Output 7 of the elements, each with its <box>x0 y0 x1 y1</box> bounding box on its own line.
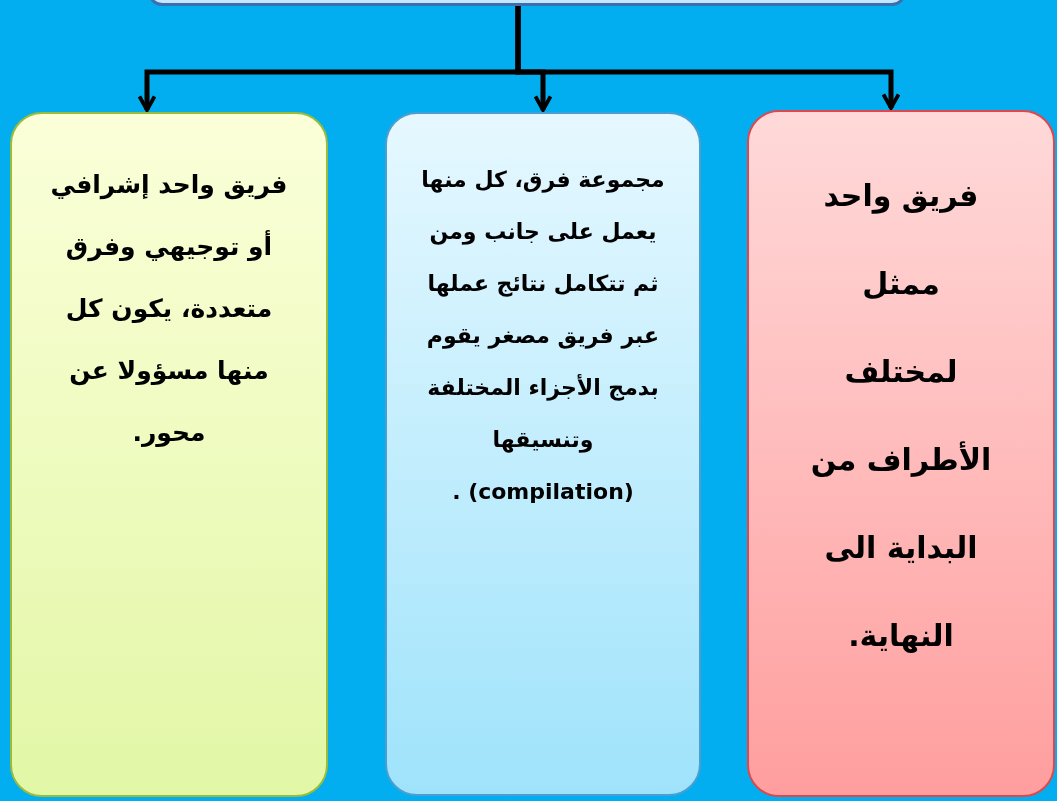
rounded-box <box>747 110 1055 797</box>
box-text: مجموعة فرق، كل منها يعمل على جانب ومن ثم تتكامل نتائج عملها عبر فريق مصغر يقوم بدمج الأجزاء المختلفة وتنسيقها (compilation) . <box>420 166 666 506</box>
box-text: فريق واحد إشرافي أو توجيهي وفرق متعددة، يكون كل منها مسؤولا عن محور. <box>49 169 289 449</box>
rounded-box <box>10 112 328 797</box>
box-text: فريق واحد ممثل لمختلف الأطراف من البداية الى النهاية. <box>809 177 993 655</box>
arrow <box>137 6 521 112</box>
rounded-box <box>385 112 701 796</box>
